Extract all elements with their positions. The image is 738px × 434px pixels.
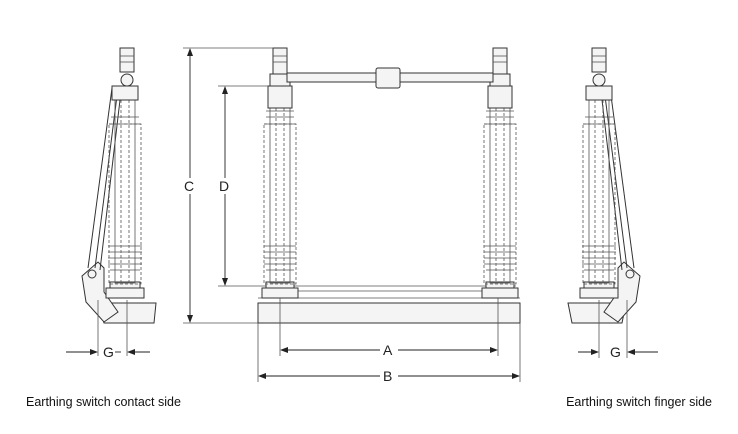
- dimension-c-label: C: [184, 178, 194, 194]
- base-frame: [257, 302, 521, 324]
- right-side-view: [567, 47, 658, 358]
- dimension-b: [257, 323, 521, 382]
- dimension-c: [183, 47, 273, 324]
- left-side-view: [66, 47, 157, 356]
- front-view: C D A B: [183, 47, 521, 384]
- dimension-b-label: B: [383, 368, 392, 384]
- contact-arm: [286, 67, 494, 89]
- caption-finger-side: Earthing switch finger side: [566, 395, 712, 409]
- dimension-a-label: A: [383, 342, 393, 358]
- dimension-g-right-label: G: [610, 344, 621, 360]
- left-insulator: [261, 47, 299, 299]
- dimension-d-label: D: [219, 178, 229, 194]
- dimension-a: [279, 298, 499, 356]
- right-insulator: [481, 47, 519, 299]
- caption-contact-side: Earthing switch contact side: [26, 395, 181, 409]
- dimension-g-left-label: G: [103, 344, 114, 360]
- dimension-d: [218, 85, 268, 287]
